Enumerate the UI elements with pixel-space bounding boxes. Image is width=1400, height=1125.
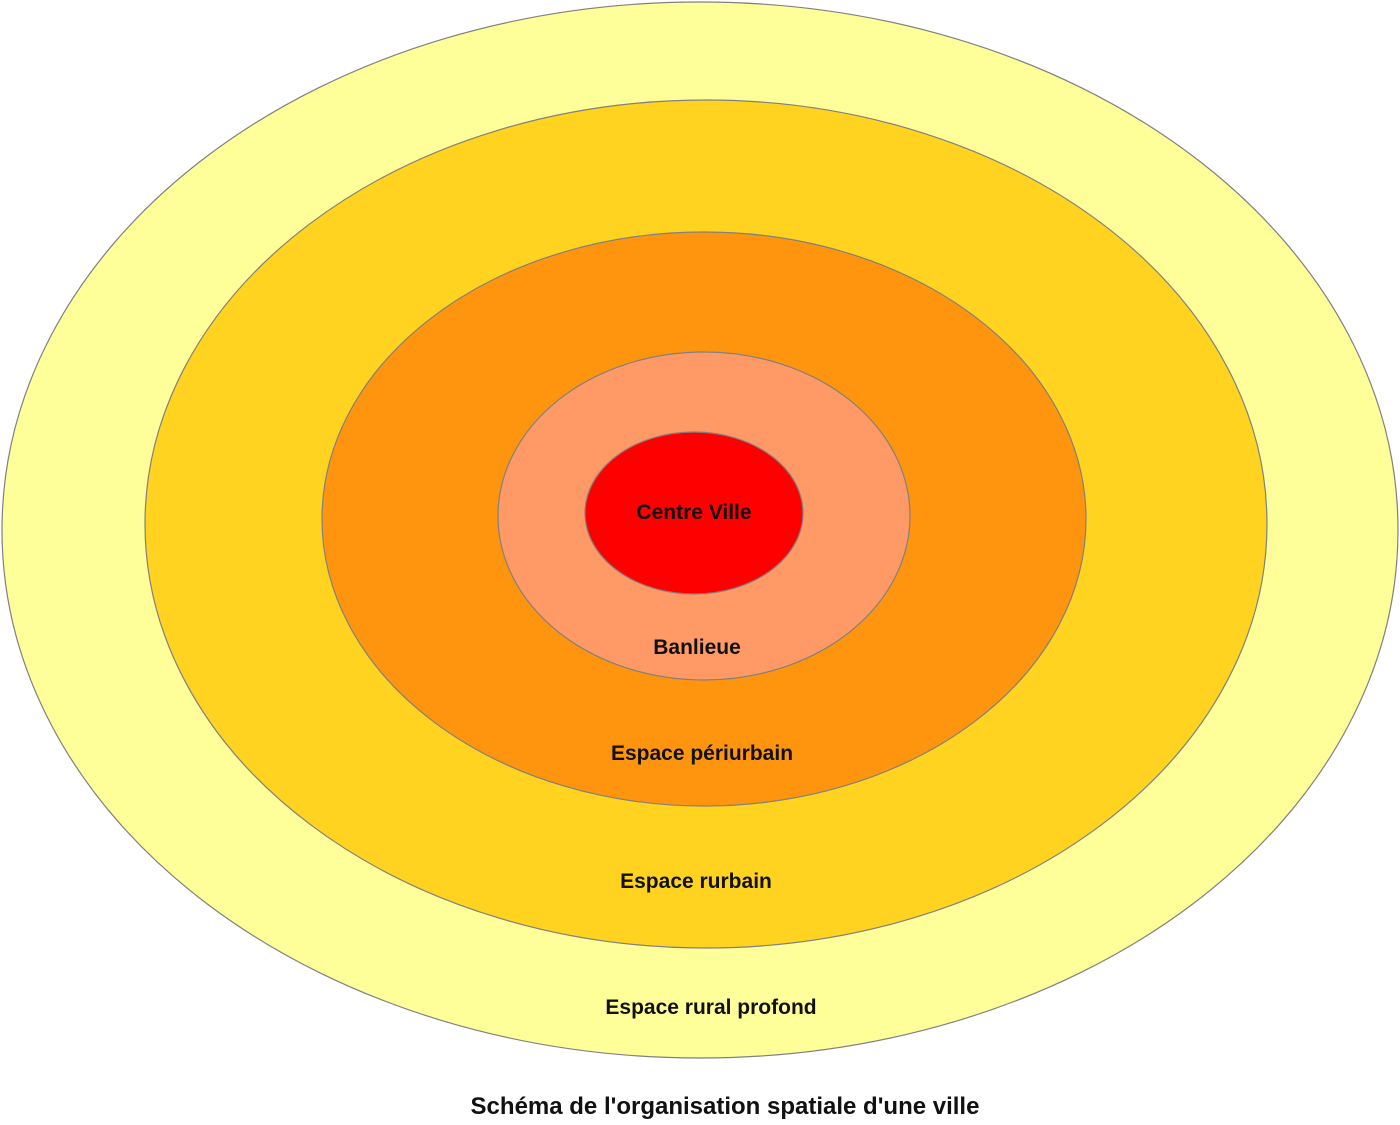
zone-rurbain-label: Espace rurbain (620, 870, 772, 893)
zone-banlieue-label: Banlieue (653, 636, 741, 659)
diagram-caption: Schéma de l'organisation spatiale d'une … (471, 1093, 980, 1120)
zone-centre-ellipse (584, 431, 804, 595)
zone-centre-label: Centre Ville (636, 501, 751, 524)
zone-periurbain-label: Espace périurbain (611, 742, 793, 765)
zone-rural-label: Espace rural profond (605, 996, 816, 1019)
